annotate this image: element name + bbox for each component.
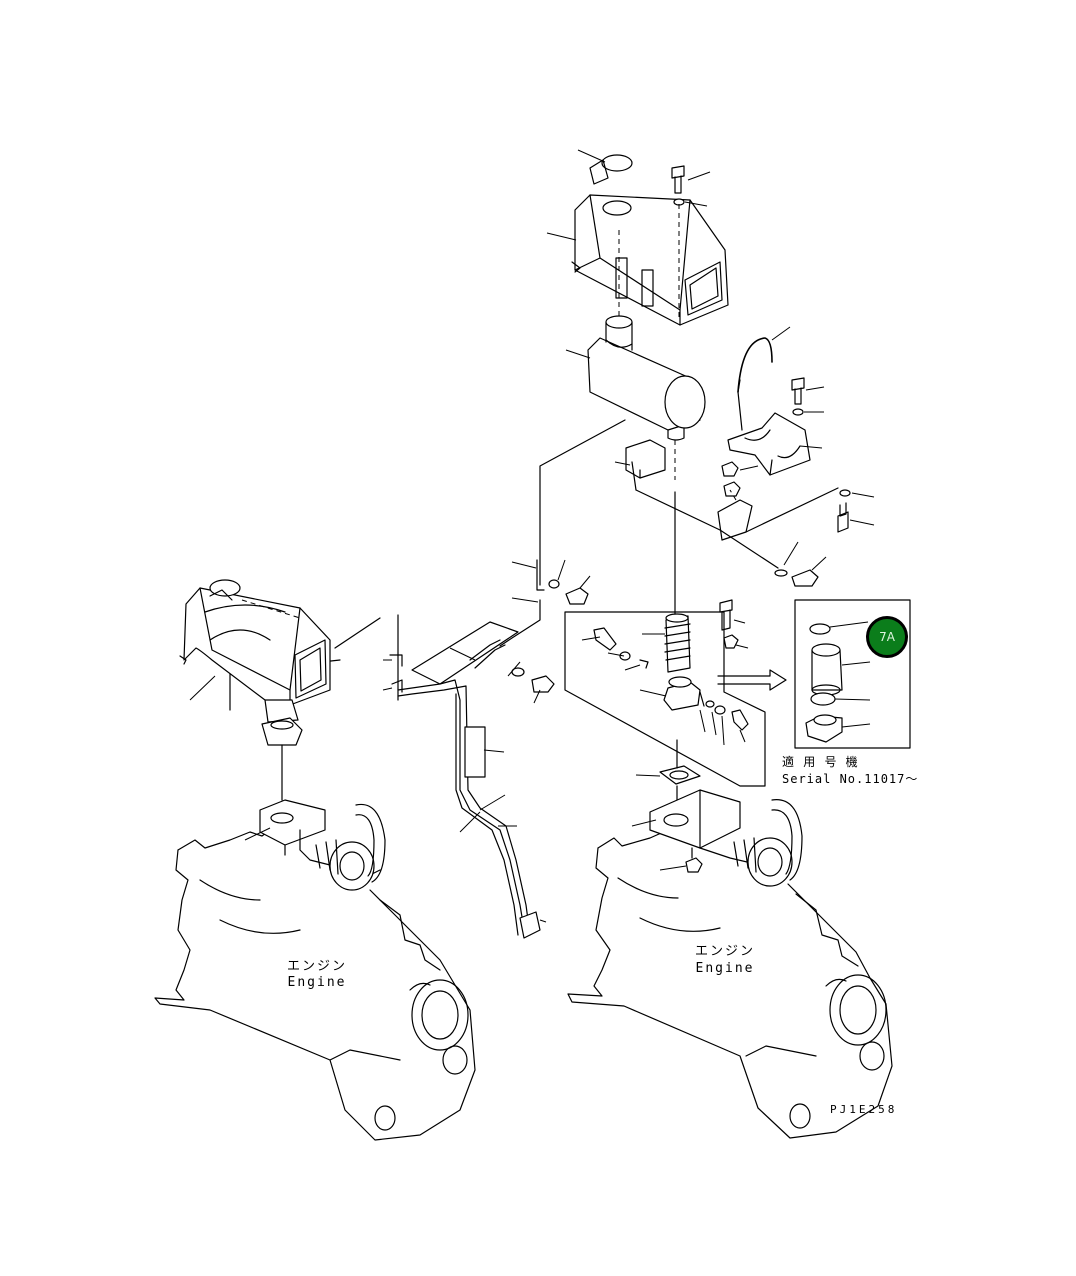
detail-box (564, 611, 766, 787)
muffler-bracket (727, 391, 823, 476)
nuts-center (721, 461, 759, 497)
drawing-code: PJ1E258 (830, 1103, 898, 1116)
flange-elbow (639, 676, 701, 711)
mount-bracket (614, 439, 839, 569)
left-elbow (261, 699, 303, 746)
engine-left-label-jp: エンジン (286, 959, 347, 974)
muffler-band (737, 326, 791, 393)
cover-clamp (577, 149, 633, 185)
detail-arrow (717, 669, 787, 691)
reference-badge-label: 7A (879, 630, 895, 644)
mount-washer-bolt-right (837, 489, 875, 533)
reference-badge: 7A (866, 616, 908, 658)
detail-inset (794, 599, 911, 749)
engine-left (154, 799, 476, 1141)
mount-washer-bolt-lower (774, 541, 827, 587)
engine-right-label-jp: エンジン (694, 944, 755, 959)
engine-right-label-en: Engine (695, 961, 755, 976)
engine-right (567, 789, 893, 1139)
bellows-pipe (642, 613, 691, 673)
tube-washer-bolt-left (507, 661, 555, 704)
tube-upper (539, 419, 626, 586)
bracket-bolt (791, 377, 825, 416)
left-cover (179, 579, 331, 706)
gasket-right (635, 765, 701, 785)
bolt-set-center (581, 627, 649, 671)
tubes (397, 639, 547, 939)
bolt-washer-right (699, 691, 749, 746)
muffler (565, 230, 706, 441)
cover-bolt (671, 165, 711, 320)
bolt-nut-upper (719, 599, 749, 649)
tube-bracket-upper (499, 559, 591, 647)
muffler-cover (571, 194, 729, 326)
serial-label-en: Serial No.11017～ (782, 772, 919, 786)
serial-label-jp: 適 用 号 機 (782, 755, 859, 769)
engine-left-label-en: Engine (287, 975, 347, 990)
tube-plate (411, 621, 519, 685)
